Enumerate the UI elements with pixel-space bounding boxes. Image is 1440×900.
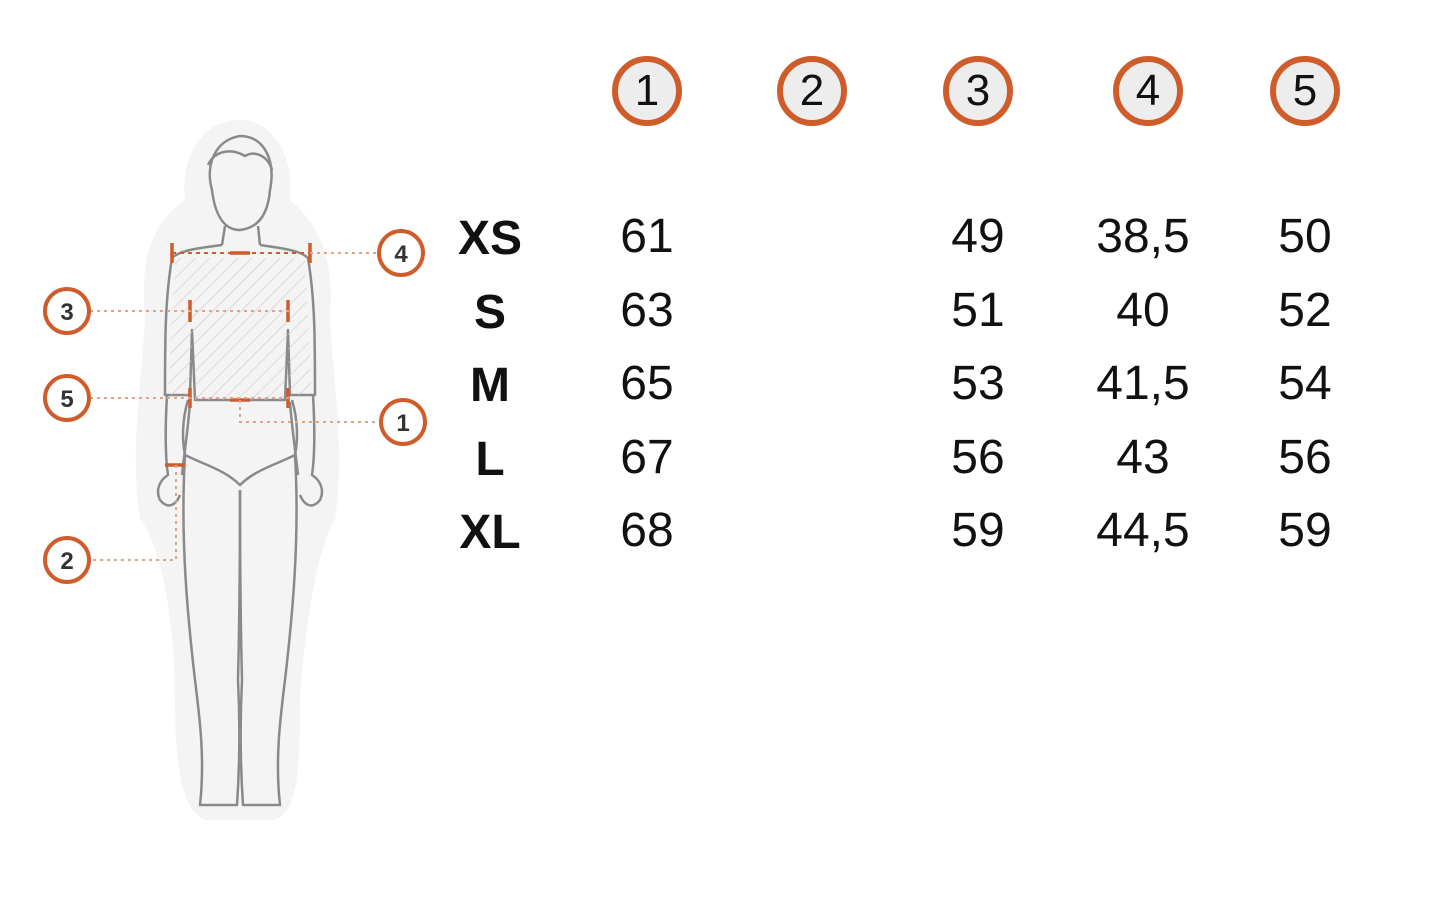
table-cell: 53 (951, 357, 1005, 410)
svg-text:4: 4 (394, 241, 408, 268)
table-cell: 50 (1278, 210, 1332, 263)
table-cell: 43 (1116, 431, 1170, 484)
svg-text:3: 3 (60, 299, 73, 326)
svg-text:1: 1 (396, 410, 409, 437)
size-label-xl: XL (459, 506, 521, 559)
body-measurement-figure: 4 3 5 1 2 (43, 120, 427, 820)
table-cell: 68 (620, 504, 674, 557)
column-header-4: 4 (1113, 56, 1183, 126)
table-cell: 40 (1116, 284, 1170, 337)
table-cell: 54 (1278, 357, 1332, 410)
table-cell: 56 (1278, 431, 1332, 484)
table-cell: 59 (1278, 504, 1332, 557)
table-cell: 63 (620, 284, 674, 337)
marker-4: 4 (377, 229, 425, 277)
table-cell: 59 (951, 504, 1005, 557)
column-header-1: 1 (612, 56, 682, 126)
table-cell: 52 (1278, 284, 1332, 337)
table-cell: 44,5 (1096, 504, 1190, 557)
table-cell: 49 (951, 210, 1005, 263)
column-header-2: 2 (777, 56, 847, 126)
svg-text:5: 5 (60, 386, 73, 413)
table-cell: 51 (951, 284, 1005, 337)
table-cell: 38,5 (1096, 210, 1190, 263)
size-label-s: S (473, 286, 506, 339)
table-cell: 65 (620, 357, 674, 410)
table-cell: 56 (951, 431, 1005, 484)
size-label-l: L (475, 433, 505, 486)
marker-1: 1 (379, 398, 427, 446)
column-header-3: 3 (943, 56, 1013, 126)
marker-2: 2 (43, 536, 91, 584)
marker-3: 3 (43, 287, 91, 335)
size-label-xs: XS (457, 212, 523, 265)
table-cell: 61 (620, 210, 674, 263)
table-cell: 41,5 (1096, 357, 1190, 410)
svg-text:2: 2 (60, 548, 73, 575)
column-header-5: 5 (1270, 56, 1340, 126)
table-cell: 67 (620, 431, 674, 484)
size-label-m: M (470, 359, 510, 412)
marker-5: 5 (43, 374, 91, 422)
